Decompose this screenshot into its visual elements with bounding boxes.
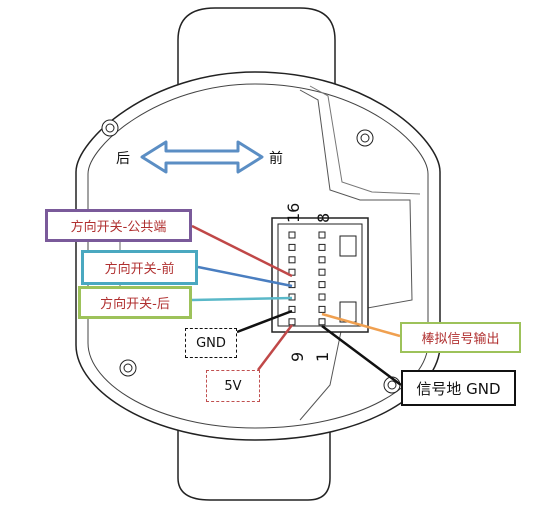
connector-pin xyxy=(288,305,296,313)
label-analog-output: 棒拟信号输出 xyxy=(400,322,521,353)
label-front: 前 xyxy=(269,151,283,167)
pin-number-16: 16 xyxy=(284,202,303,223)
label-switch-back: 方向开关-后 xyxy=(78,286,192,319)
wire-signal-ground xyxy=(321,324,402,387)
device-body-inner xyxy=(87,83,429,429)
label-switch-front: 方向开关-前 xyxy=(81,250,198,285)
connector-pin xyxy=(318,256,326,264)
wire-switch-common xyxy=(191,224,293,278)
pin-number-8: 8 xyxy=(314,212,333,223)
label-rear: 后 xyxy=(116,151,130,167)
connector-pin xyxy=(318,305,326,313)
wire-5v xyxy=(257,324,293,371)
pin-number-9: 9 xyxy=(288,351,307,362)
wire-switch-front xyxy=(197,265,293,288)
connector-pin xyxy=(288,231,296,239)
wire-switch-back xyxy=(191,296,293,302)
connector-pin xyxy=(288,256,296,264)
inner-panel-2 xyxy=(309,85,421,195)
label-5v: 5V xyxy=(206,370,260,402)
connector-pin xyxy=(318,231,326,239)
top-strap xyxy=(177,7,336,95)
connector-pin xyxy=(318,281,326,289)
wire-gnd xyxy=(236,309,293,334)
screw-hole-bottom-left xyxy=(119,359,137,377)
label-signal-ground: 信号地 GND xyxy=(401,370,516,406)
label-switch-common: 方向开关-公共端 xyxy=(45,209,192,242)
connector-pin xyxy=(318,243,326,251)
connector-pins xyxy=(288,231,326,326)
pin-number-1: 1 xyxy=(313,351,332,362)
connector-pin xyxy=(318,293,326,301)
screw-hole-top-right xyxy=(356,129,374,147)
wire-analog-output xyxy=(321,312,401,338)
label-gnd: GND xyxy=(185,328,237,358)
connector-pin xyxy=(318,318,326,326)
connector-latch-top xyxy=(339,235,357,257)
inner-panel xyxy=(299,89,413,421)
direction-double-arrow xyxy=(140,140,264,174)
connector-pin xyxy=(288,318,296,326)
connector-pin xyxy=(288,243,296,251)
connector-pin xyxy=(318,268,326,276)
screw-hole-top-left xyxy=(101,119,119,137)
